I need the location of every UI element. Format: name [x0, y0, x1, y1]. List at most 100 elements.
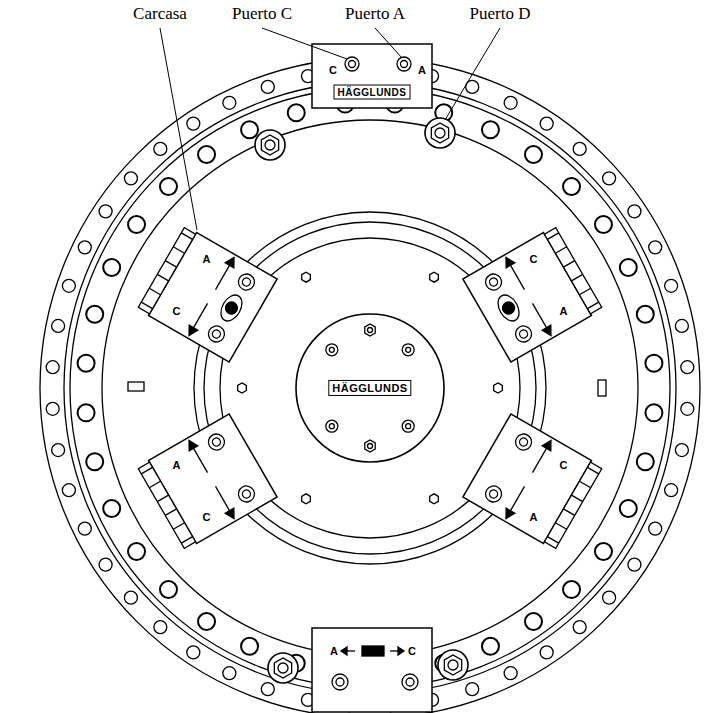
bolt-head [241, 638, 258, 655]
bolt-hole [665, 484, 678, 497]
bolt-head [620, 259, 637, 276]
drain-plug [278, 663, 288, 673]
bolt-head [482, 121, 499, 138]
port [397, 57, 411, 71]
callout-label: Puerto C [232, 5, 292, 24]
bolt-hole [675, 319, 688, 332]
drain-plug [438, 650, 468, 680]
port-letter: C [559, 459, 567, 471]
housing-ring [64, 82, 676, 694]
bolt-hole [46, 402, 59, 415]
port-letter: C [408, 645, 416, 657]
hex-nut [302, 272, 311, 282]
bolt-hole [99, 558, 112, 571]
valve-block [463, 226, 603, 362]
bolt-hole [154, 142, 167, 155]
bolt-head [86, 453, 103, 470]
port-letter: C [173, 305, 181, 317]
bolt-head [103, 259, 120, 276]
bolt-hole [78, 241, 91, 254]
cap-screw [329, 424, 334, 429]
notch [598, 380, 606, 396]
bolt-head [595, 543, 612, 560]
center-cap [296, 314, 444, 462]
valve-block [137, 414, 277, 550]
port-letter: C [329, 64, 337, 76]
port [336, 678, 344, 686]
bolt-head [620, 500, 637, 517]
bolt-head [103, 500, 120, 517]
plug [365, 324, 375, 336]
port [402, 674, 418, 690]
flow-arrow [398, 647, 404, 655]
bolt-hole [573, 621, 586, 634]
bolt-hole [681, 361, 694, 374]
hex-nut [238, 383, 247, 393]
bolt-head [482, 638, 499, 655]
cap-screw [406, 347, 411, 352]
grease-fitting [128, 382, 144, 391]
drain-plug [268, 653, 298, 683]
bolt-hole [46, 361, 59, 374]
leader-line [160, 28, 197, 230]
leader-line [375, 28, 402, 58]
bolt-head [637, 453, 654, 470]
drain-plug [431, 123, 448, 143]
port-plate [312, 628, 432, 712]
callout-label: Carcasa [133, 5, 187, 24]
drain-plug [425, 118, 455, 148]
hex-nut [494, 383, 503, 393]
cap-screw [406, 424, 411, 429]
brand-badge: HÄGGLUNDS [328, 380, 411, 396]
bolt-hole [154, 621, 167, 634]
bolt-hole [573, 142, 586, 155]
bolt-head [645, 355, 662, 372]
bolt-hole [187, 646, 200, 659]
callout-label: Puerto A [345, 5, 405, 24]
housing-ring [70, 88, 670, 688]
bolt-hole [124, 172, 137, 185]
plug [368, 444, 373, 449]
cap-screw [402, 344, 414, 356]
bolt-head [563, 581, 580, 598]
bolt-hole [675, 444, 688, 457]
port-letter: A [330, 645, 338, 657]
direction-mark [362, 646, 384, 656]
port-letter: C [203, 511, 211, 523]
drain-plug [444, 655, 461, 675]
drain-plug [265, 140, 275, 150]
bolt-hole [603, 172, 616, 185]
port-letter: A [203, 253, 211, 265]
bolt-head [128, 216, 145, 233]
brand-badge: HÄGGLUNDS [334, 85, 411, 100]
bolt-hole [62, 484, 75, 497]
drain-plug [261, 135, 278, 155]
drain-plug [448, 660, 458, 670]
bolt-hole [628, 558, 641, 571]
bolt-hole [466, 683, 479, 696]
bolt-head [78, 355, 95, 372]
bolt-head [288, 104, 305, 121]
hex-nut [302, 494, 311, 504]
plug [365, 440, 375, 452]
hex-nut [430, 494, 439, 504]
bolt-head [160, 178, 177, 195]
flow-arrow [341, 647, 347, 655]
drain-plug [255, 130, 285, 160]
plug [368, 328, 373, 333]
bolt-hole [187, 117, 200, 130]
bolt-hole [261, 80, 274, 93]
port-letter: A [418, 64, 426, 76]
port [332, 674, 348, 690]
bolt-hole [681, 402, 694, 415]
bolt-head [563, 178, 580, 195]
housing-ring [102, 120, 638, 656]
cap-screw [329, 347, 334, 352]
cap-screw [326, 344, 338, 356]
callout-label: Puerto D [470, 5, 531, 24]
port-letter: A [173, 459, 181, 471]
port [349, 61, 356, 68]
bolt-hole [124, 591, 137, 604]
flow-arrow [347, 650, 355, 651]
bolt-hole [223, 667, 236, 680]
